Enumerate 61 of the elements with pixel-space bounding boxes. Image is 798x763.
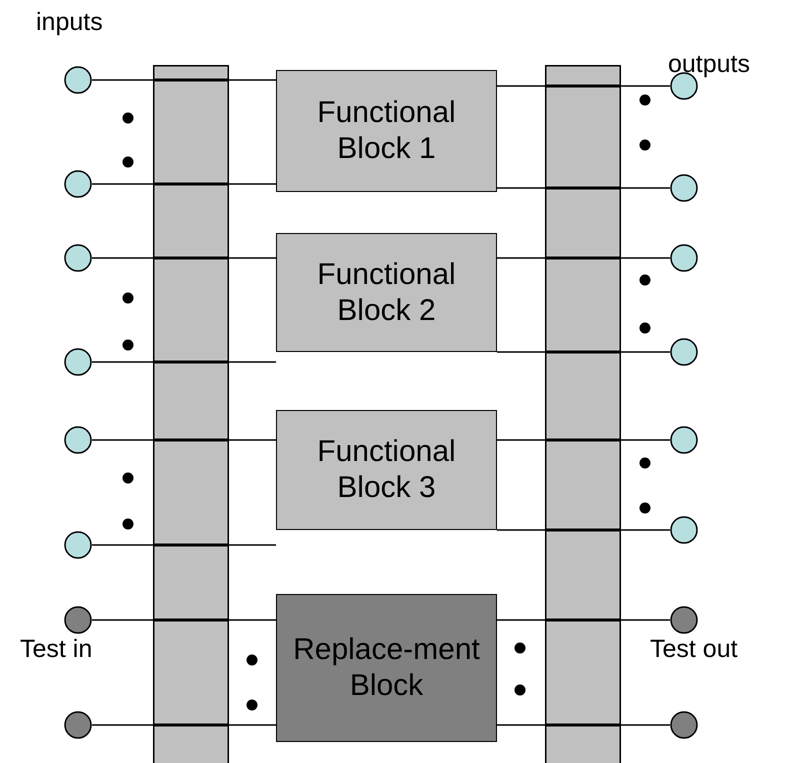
wire-line	[497, 257, 545, 259]
wire-line	[92, 724, 153, 726]
terminal-circle	[64, 711, 92, 739]
terminal-circle	[64, 244, 92, 272]
terminal-circle	[670, 338, 698, 366]
wire-line	[497, 85, 545, 87]
block-label: Functional Block 2	[316, 256, 457, 328]
wire-line	[229, 544, 276, 546]
terminal-circle	[670, 516, 698, 544]
wire-line	[229, 257, 276, 259]
wire-line	[621, 619, 670, 621]
wire-line	[92, 183, 153, 185]
terminal-circle	[670, 244, 698, 272]
bus-bar	[153, 65, 229, 763]
block-label: Functional Block 1	[316, 95, 457, 167]
terminal-circle	[670, 426, 698, 454]
terminal-label: outputs	[668, 50, 750, 79]
terminal-circle	[670, 174, 698, 202]
wire-line	[621, 439, 670, 441]
block-box	[276, 594, 497, 742]
terminal-label: inputs	[36, 8, 103, 37]
terminal-circle	[64, 606, 92, 634]
terminal-circle	[670, 711, 698, 739]
terminal-circle	[64, 170, 92, 198]
wire-line	[497, 351, 545, 353]
bus-bar	[545, 65, 621, 763]
terminal-circle	[64, 348, 92, 376]
wire-line	[497, 619, 545, 621]
terminal-label: Test out	[650, 635, 738, 664]
wire-line	[92, 439, 153, 441]
wire-line	[229, 724, 276, 726]
wire-line	[497, 724, 545, 726]
block-box	[276, 70, 497, 192]
terminal-circle	[670, 606, 698, 634]
wire-line	[229, 439, 276, 441]
wire-line	[92, 79, 153, 81]
wire-line	[229, 79, 276, 81]
wire-line	[621, 85, 670, 87]
wire-line	[497, 439, 545, 441]
wire-line	[621, 529, 670, 531]
terminal-circle	[64, 426, 92, 454]
block-label: Functional Block 3	[316, 434, 457, 506]
wire-line	[229, 183, 276, 185]
terminal-label: Test in	[20, 635, 92, 664]
wire-line	[621, 351, 670, 353]
wire-line	[497, 529, 545, 531]
wire-line	[621, 187, 670, 189]
block-label: Replace-ment Block	[292, 632, 481, 704]
terminal-circle	[64, 66, 92, 94]
wire-line	[92, 619, 153, 621]
wire-line	[621, 257, 670, 259]
wire-line	[621, 724, 670, 726]
wire-line	[92, 544, 153, 546]
block-box	[276, 410, 497, 530]
block-box	[276, 233, 497, 352]
wire-line	[92, 257, 153, 259]
wire-line	[497, 187, 545, 189]
wire-line	[92, 361, 153, 363]
wire-line	[229, 361, 276, 363]
terminal-circle	[64, 531, 92, 559]
wire-line	[229, 619, 276, 621]
